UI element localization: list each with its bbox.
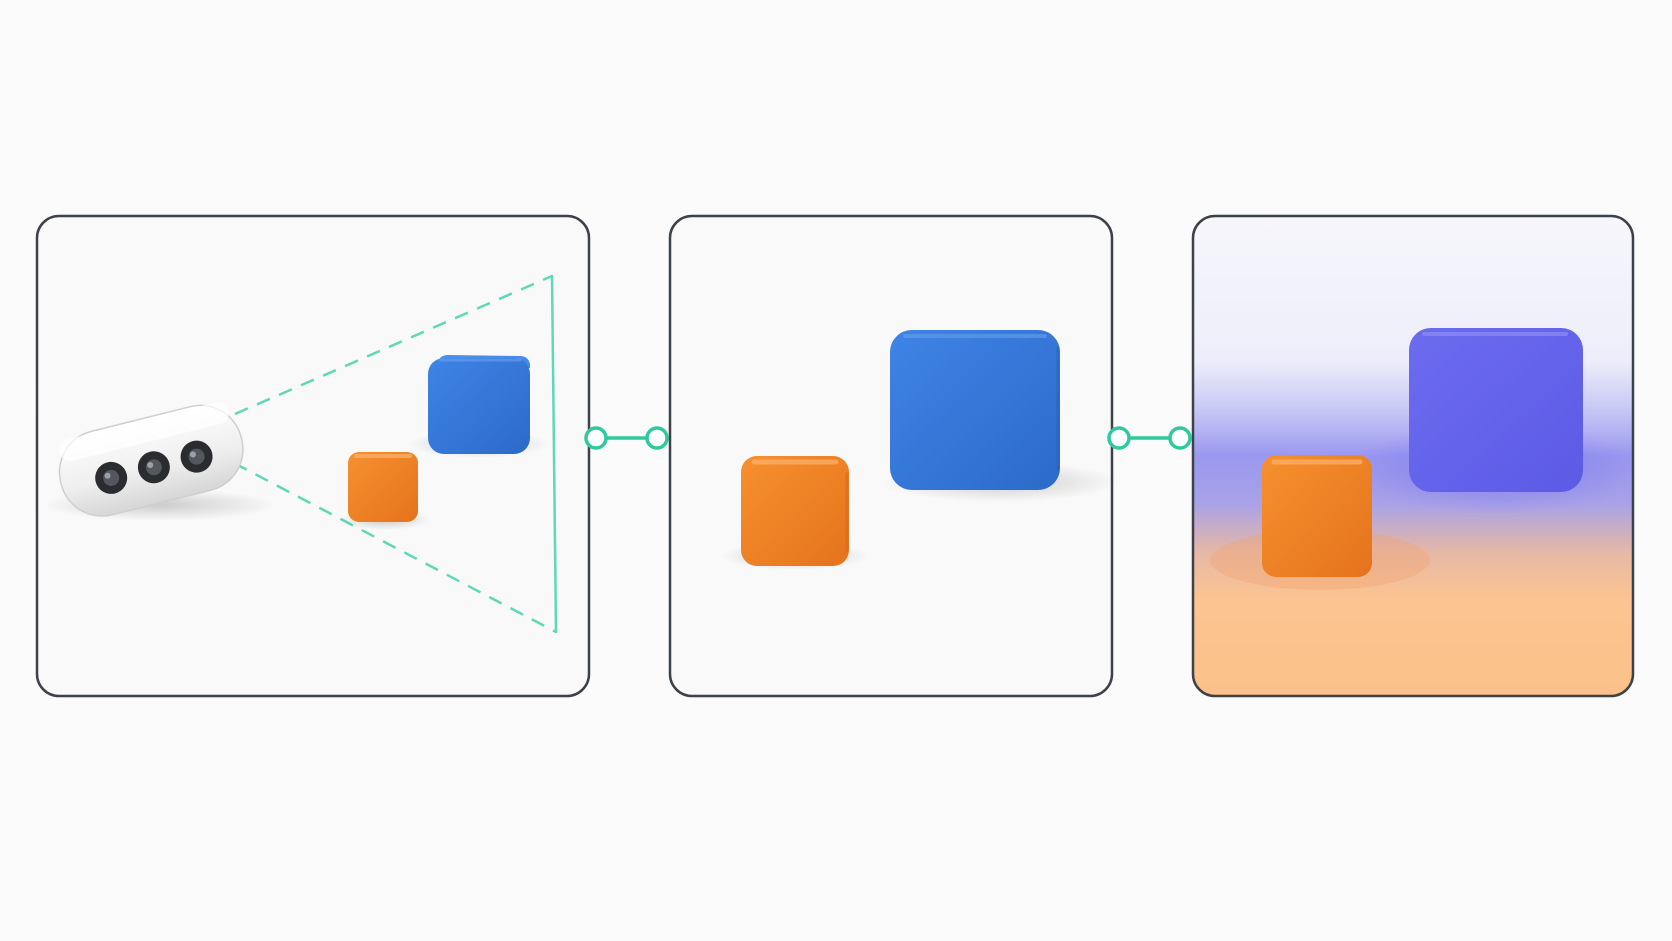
camera-lens-left bbox=[95, 461, 128, 494]
camera-lens-center bbox=[137, 451, 170, 484]
panel-depth-frame bbox=[1191, 214, 1635, 698]
panel-depth bbox=[1191, 214, 1635, 698]
panel-capture bbox=[35, 214, 591, 698]
blue-cube bbox=[408, 355, 548, 458]
blue-box bbox=[880, 330, 1120, 502]
camera-lens-right bbox=[180, 440, 213, 473]
blue-box bbox=[1409, 328, 1583, 492]
orange-cube bbox=[339, 452, 431, 530]
orange-cube bbox=[721, 456, 869, 570]
panel-scene bbox=[668, 214, 1120, 698]
orange-cube bbox=[1262, 455, 1372, 577]
connector-1 bbox=[584, 426, 669, 450]
view-frustum bbox=[212, 274, 558, 634]
connector-2 bbox=[1107, 426, 1192, 450]
stereo-camera bbox=[42, 402, 278, 521]
